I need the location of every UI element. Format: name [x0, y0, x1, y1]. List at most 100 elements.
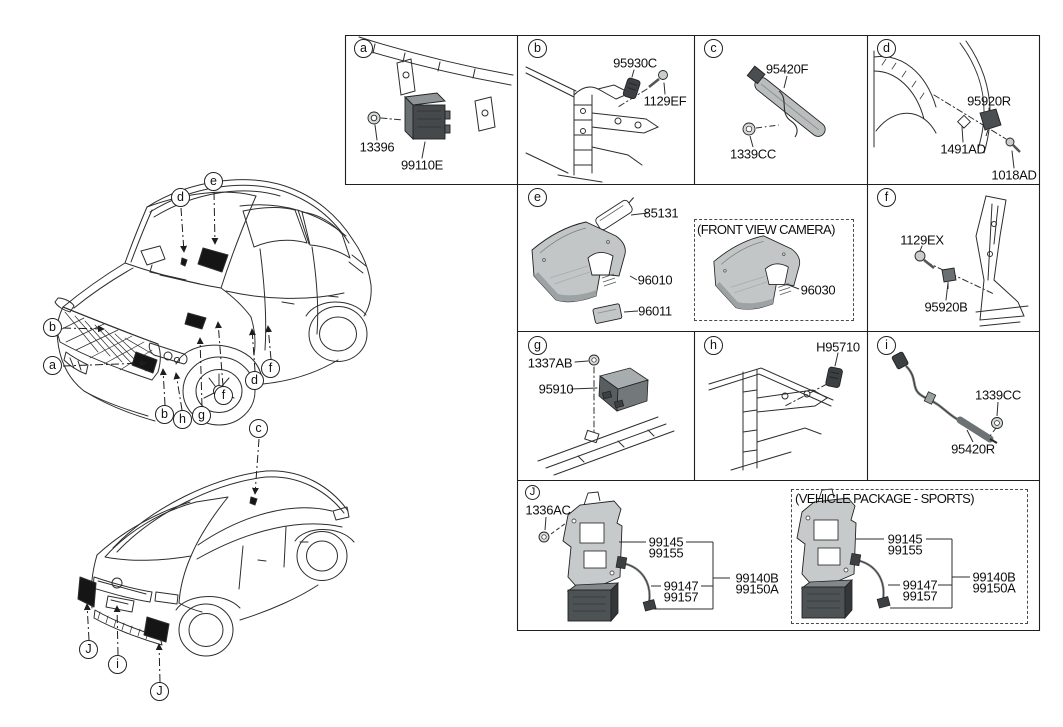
- panel-h: h H95710: [695, 332, 868, 481]
- part-label: 96010: [637, 272, 673, 288]
- part-label: 1336AC: [525, 502, 571, 518]
- panel-d-art: [873, 40, 1021, 169]
- callout-leader-lines: [62, 191, 273, 683]
- part-label: 1129EF: [643, 93, 687, 109]
- nut-1339CC: [991, 417, 1003, 429]
- panel-letter-i: i: [877, 336, 896, 355]
- part-label: 95420R: [951, 441, 995, 457]
- part-label: 13396: [359, 139, 395, 155]
- panel-e-art: [531, 197, 801, 324]
- panel-letter-j: J: [525, 485, 540, 500]
- panel-e: e (FRONT VIEW CAMERA) 85131 96010 96011 …: [518, 184, 868, 332]
- callout-badge-f2: f: [261, 359, 280, 378]
- sensor-95920B: [941, 267, 957, 289]
- nut-1337AB: [588, 354, 600, 366]
- part-label: 99147: [902, 577, 938, 593]
- panel-d: d 95920R 1491AD 1018AD: [868, 35, 1040, 185]
- panel-f-art: [914, 195, 1029, 327]
- panel-b-art: [525, 66, 668, 183]
- part-label: 1337AB: [527, 355, 573, 371]
- panel-letter-d: d: [877, 39, 896, 58]
- callout-badge-b2: b: [155, 405, 174, 424]
- cover-96011: [592, 303, 623, 324]
- part-label: 99155: [648, 545, 684, 561]
- part-label: 1339CC: [730, 146, 776, 162]
- cover-85131: [595, 197, 635, 231]
- rear-corner-module-left: [77, 576, 97, 608]
- part-label: 95420F: [765, 61, 809, 77]
- panel-letter-a: a: [354, 39, 373, 58]
- panel-a-art: [354, 36, 514, 159]
- callout-badge-j1: J: [79, 640, 98, 659]
- panel-g: g 1337AB 95910: [518, 332, 695, 481]
- callout-badge-d: d: [171, 188, 190, 207]
- callout-badge-g: g: [192, 406, 211, 425]
- windshield-camera-module: [197, 247, 229, 273]
- callout-badge-f: f: [214, 386, 233, 405]
- part-label: 99157: [902, 588, 938, 604]
- vehicle-package-sports-title: (VEHICLE PACKAGE - SPORTS): [795, 491, 975, 506]
- nut-13396: [367, 111, 381, 125]
- callout-badge-d2: d: [245, 371, 264, 390]
- roof-antenna-mark: [249, 496, 258, 506]
- rear-corner-module-right: [143, 616, 170, 643]
- panel-letter-b: b: [528, 39, 547, 58]
- panel-b: b 95930C 1129EF: [518, 35, 695, 185]
- sensor-H95710: [825, 366, 843, 388]
- panel-letter-f: f: [877, 188, 896, 207]
- front-view-camera-title: (FRONT VIEW CAMERA): [697, 222, 835, 237]
- part-label: 96030: [800, 282, 836, 298]
- nut-1339CC: [742, 122, 756, 136]
- part-label: 1491AD: [940, 141, 986, 157]
- part-label: 99110E: [400, 157, 444, 173]
- panel-letter-c: c: [704, 39, 723, 58]
- sensor-95930C: [622, 77, 641, 100]
- part-label: 1339CC: [975, 387, 1021, 403]
- callout-badge-b: b: [43, 318, 62, 337]
- nut-1336AC: [538, 531, 550, 543]
- front-view-camera-box: [694, 219, 854, 321]
- part-label: 1018AD: [991, 167, 1037, 183]
- panel-j: J (VEHICLE PACKAGE - SPORTS) 1336AC 9914…: [518, 481, 1040, 631]
- antenna-95420F: [746, 65, 826, 137]
- part-label: 99140B: [735, 570, 779, 586]
- front-radar-module: [131, 351, 158, 374]
- module-95910: [598, 367, 649, 412]
- part-label: 95930C: [613, 55, 657, 71]
- callout-badge-h: h: [173, 410, 192, 429]
- bracket-module-kit: [561, 490, 658, 623]
- callout-badge-c: c: [249, 419, 268, 438]
- car-front-illustration: [54, 179, 372, 426]
- panel-h-art: [708, 352, 843, 471]
- callout-badge-i: i: [108, 655, 127, 674]
- part-label: 99140B: [972, 569, 1016, 585]
- part-label: 85131: [643, 205, 679, 221]
- bolt-1129EF: [648, 70, 668, 89]
- panel-f: f 1129EX 95920B: [868, 184, 1040, 332]
- callout-badge-a: a: [43, 356, 62, 375]
- screw-1018AD: [1005, 137, 1021, 153]
- panel-letter-h: h: [704, 336, 723, 355]
- panel-a: a 13396 99110E: [345, 35, 518, 185]
- grille-mesh: [59, 311, 157, 372]
- part-label: 99155: [887, 542, 923, 558]
- module-99110E: [404, 92, 451, 141]
- panel-g-art: [537, 354, 675, 476]
- part-label: 99147: [663, 578, 699, 594]
- panel-i: i 1339CC 95420R: [868, 332, 1040, 481]
- part-label: 95920R: [967, 93, 1011, 109]
- part-label: 95920B: [924, 299, 968, 315]
- clip-1491AD: [956, 114, 972, 129]
- part-label: 1129EX: [900, 232, 944, 248]
- panel-c: c 95420F 1339CC: [695, 35, 868, 185]
- panel-letter-e: e: [528, 188, 547, 207]
- cover-96010: [531, 221, 626, 303]
- vehicle-package-sports-box: [791, 489, 1028, 624]
- panel-i-art: [891, 351, 1003, 444]
- part-label: 99150A: [735, 581, 779, 597]
- callout-badge-e: e: [204, 172, 223, 191]
- panel-j-art: [538, 487, 970, 623]
- cable-connector: [891, 351, 909, 370]
